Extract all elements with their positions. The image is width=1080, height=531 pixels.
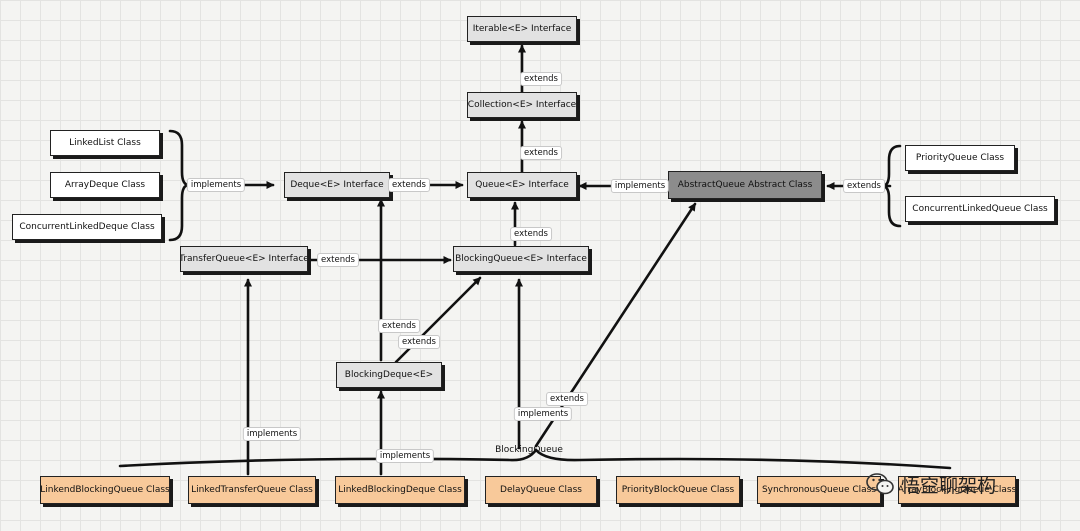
array-deque-class-label: ArrayDeque Class [64, 180, 146, 190]
edge-label-transfer-blocking: extends [317, 253, 359, 267]
blocking-queue-interface-label: BlockingQueue<E> Interface [455, 254, 587, 264]
edge-label-blocking-queue-queue: extends [510, 227, 552, 241]
linked-transfer-queue-class-box: LinkedTransferQueue Class [188, 476, 316, 504]
edge-label-collection-iterable: extends [520, 72, 562, 86]
transfer-queue-interface-label: TransferQueue<E> Interface [180, 254, 308, 264]
concurrent-linked-queue-class-label: ConcurrentLinkedQueue Class [912, 204, 1048, 214]
edge-label-group-extends: extends [546, 392, 588, 406]
edge-label-linked-transfer-implements: implements [242, 427, 302, 441]
edge-label-blocking-deque-deque: extends [378, 319, 420, 333]
blocking-queue-group-label: BlockingQueue [495, 445, 563, 455]
collection-interface-label: Collection<E> Interface [467, 100, 577, 110]
iterable-interface-box: Iterable<E> Interface [467, 16, 577, 42]
abstract-queue-label: AbstractQueue Abstract Class [677, 180, 813, 190]
linkend-blocking-queue-class-label: LinkendBlockingQueue Class [40, 485, 170, 495]
blocking-deque-label: BlockingDeque<E> [344, 370, 434, 380]
queue-interface-box: Queue<E> Interface [467, 172, 577, 198]
priority-queue-class-box: PriorityQueue Class [905, 145, 1015, 171]
synchronous-queue-class-label: SynchronousQueue Class [761, 485, 877, 495]
priority-block-queue-class-label: PriorityBlockQueue Class [621, 485, 735, 495]
collection-interface-box: Collection<E> Interface [467, 92, 577, 118]
synchronous-queue-class-box: SynchronousQueue Class [757, 476, 881, 504]
blocking-queue-interface-box: BlockingQueue<E> Interface [453, 246, 589, 272]
linked-transfer-queue-class-label: LinkedTransferQueue Class [191, 485, 313, 495]
linked-blocking-deque-class-label: LinkedBlockingDeque Class [338, 485, 462, 495]
delay-queue-class-box: DelayQueue Class [485, 476, 597, 504]
priority-queue-class-label: PriorityQueue Class [915, 153, 1005, 163]
deque-interface-box: Deque<E> Interface [284, 172, 390, 198]
edge-label-deque-queue: extends [388, 178, 430, 192]
edge-label-group-implements: implements [513, 407, 573, 421]
concurrent-linked-deque-class-box: ConcurrentLinkedDeque Class [12, 214, 162, 240]
wechat-icon [866, 473, 894, 495]
concurrent-linked-queue-class-box: ConcurrentLinkedQueue Class [905, 196, 1055, 222]
linked-blocking-deque-class-box: LinkedBlockingDeque Class [335, 476, 465, 504]
concurrent-linked-deque-class-label: ConcurrentLinkedDeque Class [19, 222, 155, 232]
array-blocking-queue-class-box: ArrayBlockingQueue Class [898, 476, 1016, 504]
edge-label-left-group-implements: implements [186, 178, 246, 192]
watermark: 悟空聊架构 [865, 470, 996, 498]
linked-list-class-box: LinkedList Class [50, 130, 160, 156]
edge-label-queue-collection: extends [520, 146, 562, 160]
edge-label-blocking-deque-blocking-queue: extends [398, 335, 440, 349]
array-deque-class-box: ArrayDeque Class [50, 172, 160, 198]
delay-queue-class-label: DelayQueue Class [500, 485, 582, 495]
brace-bottom-group [118, 447, 952, 470]
array-blocking-queue-class-label: ArrayBlockingQueue Class [898, 485, 1016, 495]
edge-label-abstract-implements: implements [610, 179, 670, 193]
queue-interface-label: Queue<E> Interface [475, 180, 569, 190]
iterable-interface-label: Iterable<E> Interface [472, 24, 572, 34]
linked-list-class-label: LinkedList Class [69, 138, 141, 148]
priority-block-queue-class-box: PriorityBlockQueue Class [616, 476, 740, 504]
deque-interface-label: Deque<E> Interface [290, 180, 384, 190]
blocking-deque-box: BlockingDeque<E> [336, 362, 442, 388]
abstract-queue-box: AbstractQueue Abstract Class [668, 171, 822, 199]
edge-label-right-group-extends: extends [843, 179, 885, 193]
linkend-blocking-queue-class-box: LinkendBlockingQueue Class [40, 476, 170, 504]
transfer-queue-interface-box: TransferQueue<E> Interface [180, 246, 308, 272]
edge-label-linked-blocking-deque-implements: implements [375, 449, 435, 463]
watermark-text: 悟空聊架构 [901, 474, 997, 497]
